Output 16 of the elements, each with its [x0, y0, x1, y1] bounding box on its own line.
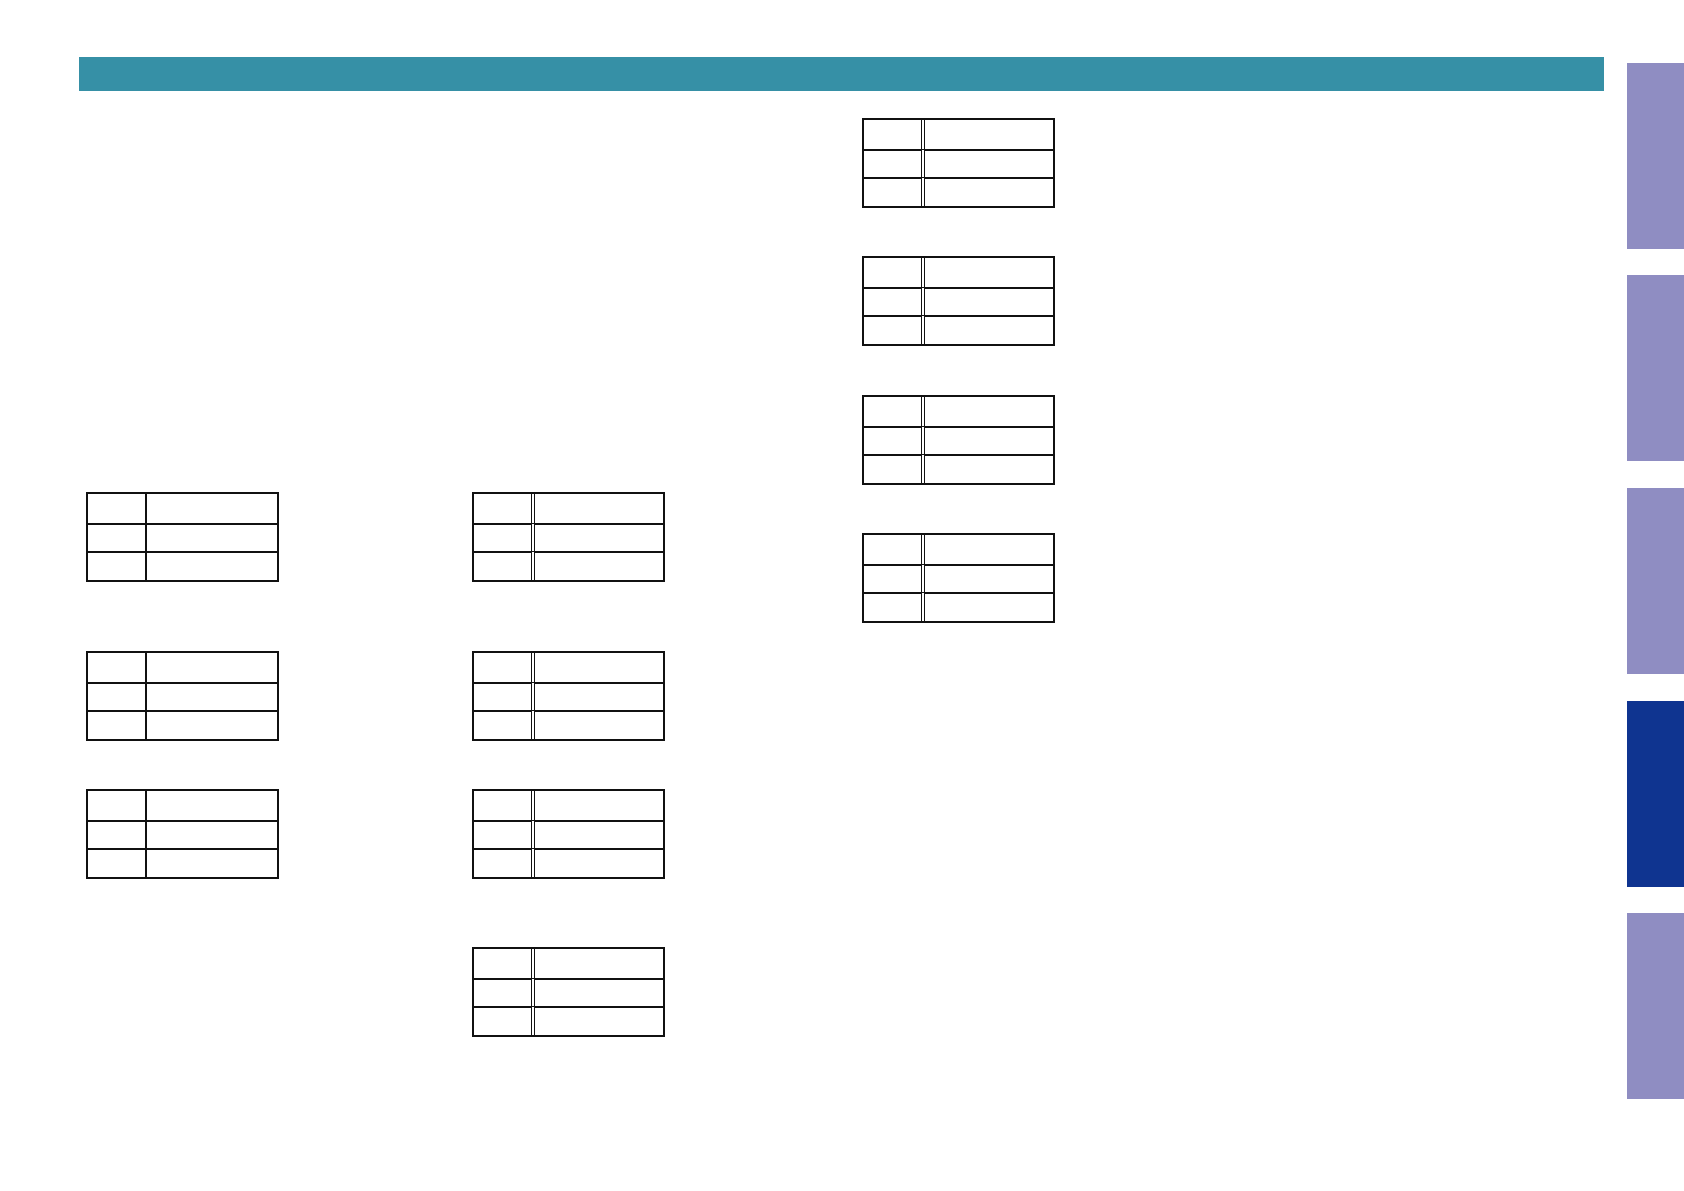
side-tab	[1627, 488, 1684, 674]
empty-table	[86, 492, 279, 582]
empty-table	[86, 651, 279, 741]
empty-table	[86, 789, 279, 879]
side-tab	[1627, 63, 1684, 249]
empty-table	[862, 256, 1055, 346]
side-tab	[1627, 913, 1684, 1099]
active-side-tab	[1627, 701, 1684, 887]
empty-table	[862, 395, 1055, 485]
empty-table	[472, 651, 665, 741]
empty-table	[862, 118, 1055, 208]
side-tab	[1627, 275, 1684, 461]
empty-table	[472, 492, 665, 582]
empty-table	[472, 947, 665, 1037]
empty-table	[472, 789, 665, 879]
empty-table	[862, 533, 1055, 623]
